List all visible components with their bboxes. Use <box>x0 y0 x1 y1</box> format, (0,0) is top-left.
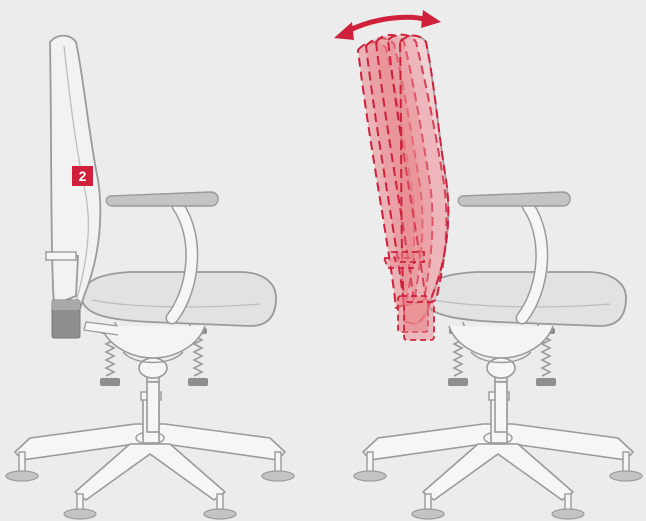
chair-right <box>334 10 642 519</box>
adjustment-number-badge: 2 <box>72 166 93 186</box>
chair-left: 2 <box>6 36 294 519</box>
backrest-tilt-motion <box>358 35 448 340</box>
badge-label: 2 <box>79 168 87 184</box>
